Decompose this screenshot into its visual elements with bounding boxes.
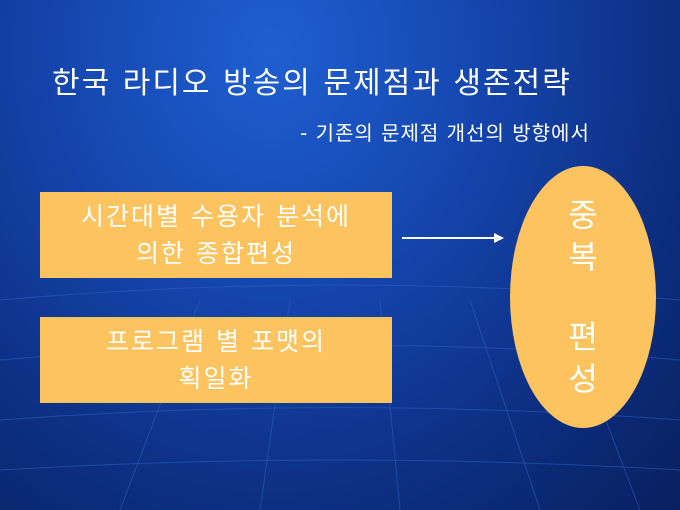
time-based-audience-line2: 의한 종합편성 bbox=[136, 239, 296, 268]
slide-title: 한국 라디오 방송의 문제점과 생존전략 bbox=[52, 66, 572, 101]
time-based-audience-box: 시간대별 수용자 분석에 의한 종합편성 bbox=[40, 192, 392, 278]
slide-subtitle: - 기존의 문제점 개선의 방향에서 bbox=[300, 121, 590, 145]
program-format-box: 프로그램 별 포맷의 획일화 bbox=[40, 317, 392, 403]
ellipse-char-3: 편 bbox=[568, 318, 598, 356]
program-format-line1: 프로그램 별 포맷의 bbox=[106, 327, 326, 356]
ellipse-char-4: 성 bbox=[568, 360, 598, 398]
right-arrow-icon bbox=[402, 233, 504, 243]
program-format-line2: 획일화 bbox=[178, 364, 254, 393]
ellipse-char-2: 복 bbox=[568, 238, 598, 276]
duplicate-programming-ellipse: 중 복 편 성 bbox=[510, 166, 656, 428]
ellipse-char-1: 중 bbox=[568, 196, 598, 234]
time-based-audience-line1: 시간대별 수용자 분석에 bbox=[81, 202, 351, 231]
